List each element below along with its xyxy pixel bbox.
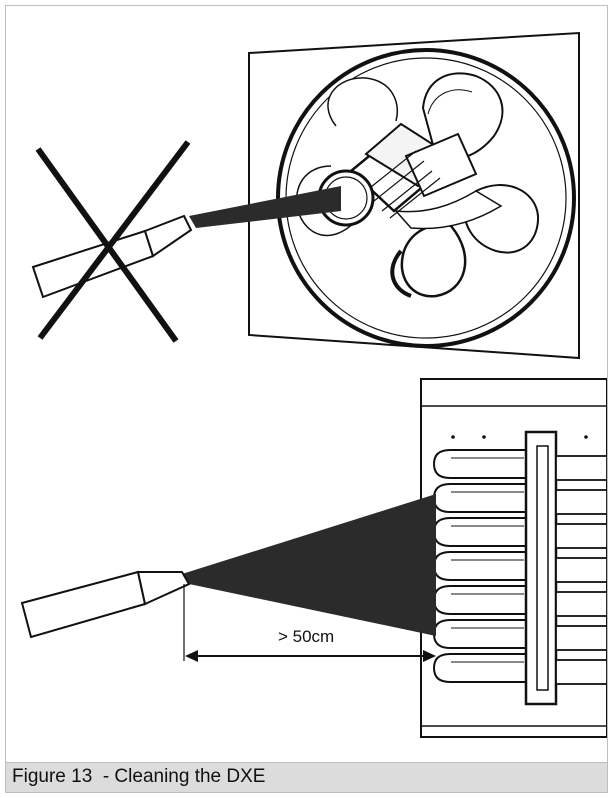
distance-dimension: > 50cm	[183, 584, 436, 662]
figure-frame: > 50cm Figure 13 - Cleaning the DXE	[5, 5, 608, 793]
distance-label: > 50cm	[278, 627, 334, 646]
spray-nozzle-bottom	[20, 494, 436, 639]
cross-out-mark	[35, 140, 191, 343]
cleaning-illustration: > 50cm	[20, 31, 607, 738]
coil-panel	[420, 378, 607, 738]
fan-motor	[317, 122, 503, 230]
figure-caption-bar: Figure 13 - Cleaning the DXE	[6, 762, 607, 792]
figure-caption: Figure 13 - Cleaning the DXE	[12, 766, 266, 787]
